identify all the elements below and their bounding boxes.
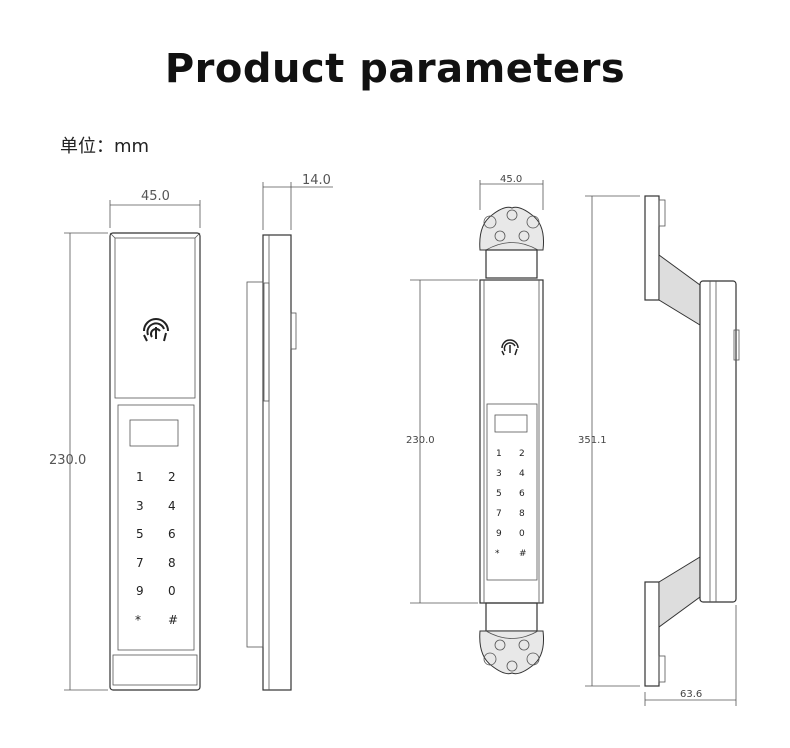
- ornamental-front-view: 45.0 230.0 1 2 3 4 5: [406, 174, 544, 675]
- ornamental-key-0: 0: [519, 529, 525, 539]
- ornamental-key-4: 4: [519, 469, 525, 479]
- front-key-4: 4: [168, 499, 176, 513]
- ornamental-key-8: 8: [519, 509, 525, 519]
- handle-side-view: 351.1 63.6: [578, 195, 740, 706]
- fingerprint-icon: [143, 318, 169, 342]
- ornamental-key-1: 1: [496, 449, 502, 459]
- ornamental-key-9: 9: [496, 529, 502, 539]
- ornamental-width-dim: 45.0: [500, 174, 522, 185]
- front-key-1: 1: [136, 470, 144, 484]
- front-height-dim: 230.0: [49, 453, 86, 468]
- side-depth-dim: 14.0: [302, 173, 331, 188]
- front-width-dim: 45.0: [141, 189, 170, 204]
- handle-depth-dim: 63.6: [680, 689, 702, 700]
- front-key-star: *: [135, 613, 141, 627]
- front-key-5: 5: [136, 527, 144, 541]
- ornamental-height-dim: 230.0: [406, 435, 435, 446]
- front-key-3: 3: [136, 499, 144, 513]
- ornamental-key-star: *: [495, 549, 500, 559]
- front-key-0: 0: [168, 584, 176, 598]
- side-view: 14.0: [246, 173, 333, 691]
- ornamental-key-7: 7: [496, 509, 502, 519]
- fingerprint-icon: [501, 339, 519, 356]
- top-ornament: [479, 206, 544, 279]
- ornamental-key-3: 3: [496, 469, 502, 479]
- unit-label: 单位：mm: [60, 136, 150, 157]
- ornamental-key-2: 2: [519, 449, 525, 459]
- page-title: Product parameters: [164, 46, 626, 92]
- ornamental-key-5: 5: [496, 489, 502, 499]
- front-key-7: 7: [136, 556, 144, 570]
- front-key-9: 9: [136, 584, 144, 598]
- ornamental-key-hash: #: [519, 549, 527, 559]
- ornamental-key-6: 6: [519, 489, 525, 499]
- handle-height-dim: 351.1: [578, 435, 607, 446]
- front-view: 45.0 230.0 1 2 3 4 5 6 7 8 9 0 *: [49, 189, 201, 691]
- front-key-hash: #: [168, 613, 178, 627]
- front-key-8: 8: [168, 556, 176, 570]
- front-key-6: 6: [168, 527, 176, 541]
- front-key-2: 2: [168, 470, 176, 484]
- bottom-ornament: [479, 602, 544, 675]
